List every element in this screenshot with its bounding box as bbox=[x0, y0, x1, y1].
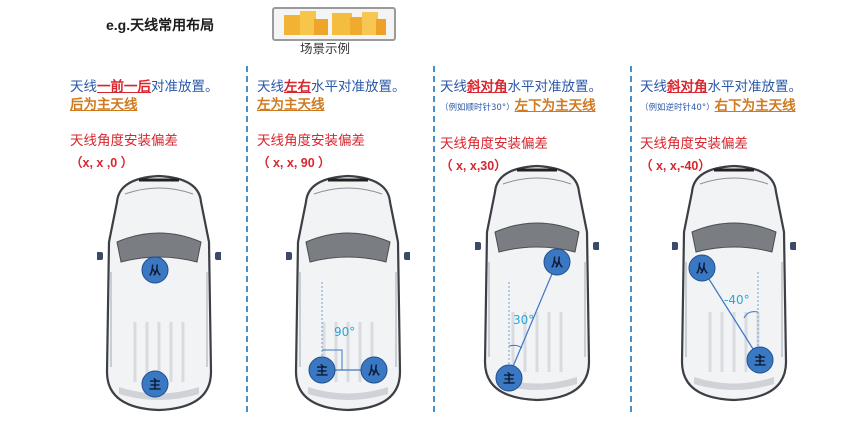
panel-diagonal-cw: 天线斜对角水平对准放置。 （例如顺时针30°）左下为主天线 天线角度安装偏差 （… bbox=[440, 78, 630, 174]
car-diagram-2: 90° 主 从 bbox=[286, 174, 410, 412]
deviation-value: （x, x ,0 ） bbox=[70, 156, 134, 170]
baseline-line bbox=[508, 261, 558, 377]
slave-antenna-circle bbox=[688, 254, 716, 282]
slave-antenna-circle bbox=[543, 248, 571, 276]
slave-antenna-circle bbox=[360, 356, 388, 384]
panel-heading: 天线左右水平对准放置。 bbox=[257, 79, 406, 95]
angle-label: 30° bbox=[513, 313, 534, 327]
panel-divider bbox=[246, 66, 248, 412]
master-antenna-label: 主 bbox=[149, 377, 161, 392]
master-antenna-label: 主 bbox=[503, 371, 515, 386]
baseline-line bbox=[701, 267, 761, 361]
master-antenna-circle bbox=[141, 370, 169, 398]
panel-divider bbox=[433, 66, 435, 412]
scene-example-label: 场景示例 bbox=[300, 41, 351, 56]
mirror-left bbox=[475, 242, 481, 250]
slave-antenna-label: 从 bbox=[368, 364, 380, 378]
panel-diagonal-ccw: 天线斜对角水平对准放置。 （例如逆时针40°）右下为主天线 天线角度安装偏差 （… bbox=[640, 78, 830, 174]
angle-arc bbox=[508, 344, 523, 349]
mirror-right bbox=[404, 252, 410, 260]
slave-antenna-label: 从 bbox=[551, 256, 563, 270]
deviation-value: （ x, x,30） bbox=[440, 159, 507, 173]
master-antenna-label: 主 bbox=[316, 363, 328, 378]
deviation-value: （ x, x, 90 ） bbox=[257, 156, 331, 170]
mirror-right bbox=[593, 242, 599, 250]
example-note: （例如顺时针30°） bbox=[440, 103, 515, 113]
right-angle-mark bbox=[322, 349, 343, 370]
master-antenna-circle bbox=[308, 356, 336, 384]
angle-label: 90° bbox=[334, 325, 355, 339]
car-outline bbox=[483, 164, 591, 402]
car-body bbox=[672, 164, 796, 402]
car-outline bbox=[680, 164, 788, 402]
car-body bbox=[475, 164, 599, 402]
angle-arc bbox=[743, 311, 759, 319]
mirror-left bbox=[286, 252, 292, 260]
rear-window bbox=[308, 387, 388, 400]
windshield bbox=[494, 222, 580, 253]
mirror-left bbox=[672, 242, 678, 250]
hood-line bbox=[699, 177, 769, 185]
deviation-value: （ x, x,-40） bbox=[640, 159, 711, 173]
angle-label: -40° bbox=[724, 293, 750, 307]
windshield bbox=[305, 232, 391, 263]
hood-line bbox=[502, 177, 572, 185]
mirror-left bbox=[97, 252, 103, 260]
master-antenna-circle bbox=[495, 364, 523, 392]
car-body bbox=[286, 174, 410, 412]
buildings-illustration bbox=[284, 11, 386, 35]
primary-antenna-note: 左下为主天线 bbox=[514, 98, 596, 114]
panel-heading: 天线斜对角水平对准放置。 bbox=[440, 79, 602, 95]
slave-antenna-label: 从 bbox=[696, 262, 708, 276]
master-antenna-circle bbox=[746, 346, 774, 374]
scene-example-image bbox=[272, 7, 396, 41]
mirror-right bbox=[215, 252, 221, 260]
hood-line bbox=[313, 187, 383, 195]
panel-heading: 天线一前一后对准放置。 bbox=[70, 79, 219, 95]
deviation-label: 天线角度安装偏差 bbox=[70, 133, 178, 149]
windshield bbox=[691, 222, 777, 253]
deviation-label: 天线角度安装偏差 bbox=[640, 136, 748, 152]
primary-antenna-note: 右下为主天线 bbox=[714, 98, 796, 114]
primary-antenna-note: 左为主天线 bbox=[257, 97, 325, 113]
rear-window bbox=[694, 377, 774, 390]
slave-antenna-circle bbox=[141, 256, 169, 284]
car-diagram-1: 从主 bbox=[97, 174, 221, 412]
slave-antenna-label: 从 bbox=[149, 264, 161, 278]
car-diagram-3: 30° 从主 bbox=[475, 164, 599, 402]
car-body bbox=[97, 174, 221, 412]
deviation-label: 天线角度安装偏差 bbox=[440, 136, 548, 152]
primary-antenna-note: 后为主天线 bbox=[70, 97, 138, 113]
page-title: e.g.天线常用布局 bbox=[106, 17, 215, 33]
hood-line bbox=[124, 187, 194, 195]
panel-heading: 天线斜对角水平对准放置。 bbox=[640, 79, 802, 95]
car-outline bbox=[105, 174, 213, 412]
mirror-right bbox=[790, 242, 796, 250]
deviation-label: 天线角度安装偏差 bbox=[257, 133, 365, 149]
panel-front-back: 天线一前一后对准放置。 后为主天线 天线角度安装偏差 （x, x ,0 ） bbox=[70, 78, 260, 171]
windshield bbox=[116, 232, 202, 263]
master-antenna-label: 主 bbox=[754, 353, 766, 368]
car-diagram-4: -40° 从主 bbox=[672, 164, 796, 402]
example-note: （例如逆时针40°） bbox=[640, 103, 715, 113]
panel-left-right: 天线左右水平对准放置。 左为主天线 天线角度安装偏差 （ x, x, 90 ） bbox=[257, 78, 447, 171]
panel-divider bbox=[630, 66, 632, 412]
